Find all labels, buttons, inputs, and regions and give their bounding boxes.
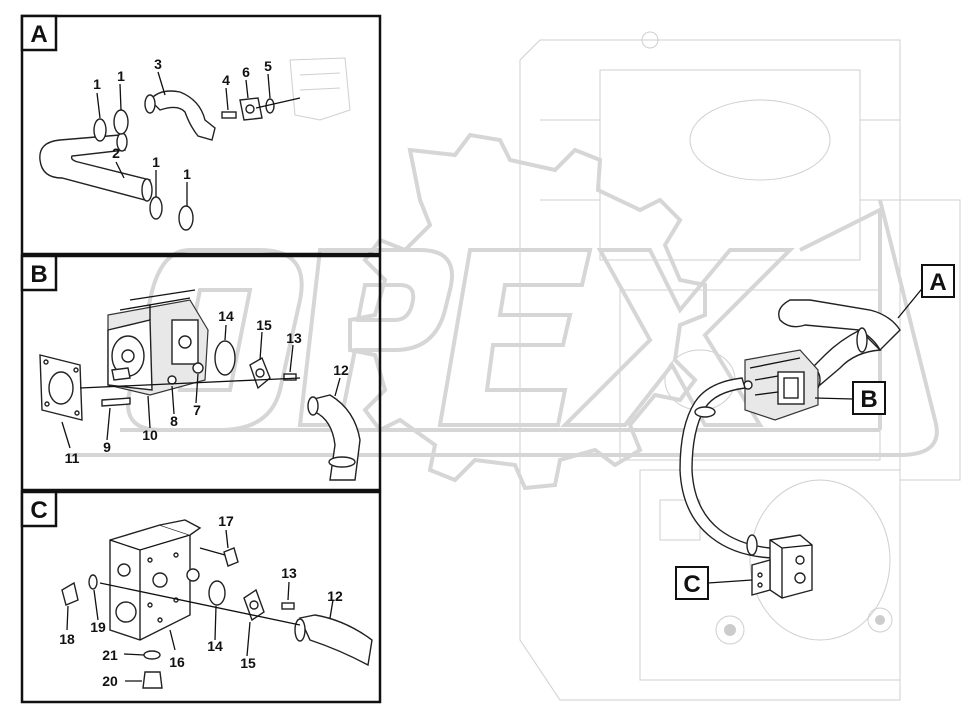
main-callout-a-label: A xyxy=(929,269,946,296)
panel-a-callout-7: 2 xyxy=(112,145,120,161)
panel-b-frame xyxy=(20,254,382,492)
panel-c-callout-1: 17 xyxy=(218,513,234,529)
background-machine-outline xyxy=(519,31,961,701)
panel-a-callout-9: 1 xyxy=(183,166,191,182)
main-callout-c-label: C xyxy=(683,571,700,598)
panel-a-frame xyxy=(20,14,382,256)
panel-c-callout-10: 20 xyxy=(102,673,118,689)
main-callout-b: B xyxy=(814,381,886,415)
panel-c-callout-9: 21 xyxy=(102,647,118,663)
panel-c-callout-5: 19 xyxy=(90,619,106,635)
panel-b-label: B xyxy=(30,261,47,288)
panel-c-callout-3: 12 xyxy=(327,588,343,604)
panel-b-callout-2: 15 xyxy=(256,317,272,333)
panel-c-callout-4: 18 xyxy=(59,631,75,647)
main-callout-c: C xyxy=(675,566,753,600)
panel-b-label-box: B xyxy=(20,254,58,292)
panel-b-callout-4: 12 xyxy=(333,362,349,378)
panel-c-label-box: C xyxy=(20,490,58,528)
panel-c-callout-2: 13 xyxy=(281,565,297,581)
panel-a-callout-5: 6 xyxy=(242,64,250,80)
panel-b-parts xyxy=(39,289,361,481)
panel-c-callout-8: 16 xyxy=(169,654,185,670)
panel-b-callout-7: 10 xyxy=(142,427,158,443)
panel-a-leaders xyxy=(96,71,271,206)
panel-c-callout-7: 15 xyxy=(240,655,256,671)
panel-a-parts xyxy=(39,57,351,231)
panel-b-callout-3: 13 xyxy=(286,330,302,346)
panel-a-label: A xyxy=(30,21,47,48)
main-callout-b-label: B xyxy=(860,386,877,413)
panel-c-frame xyxy=(20,490,382,704)
panel-a-callout-4: 4 xyxy=(222,72,230,88)
panel-b-leaders xyxy=(61,324,341,449)
main-callout-a: A xyxy=(897,264,955,319)
panel-c-leaders xyxy=(66,529,334,682)
panel-c-parts xyxy=(61,519,373,689)
panel-a-callout-6: 5 xyxy=(264,58,272,74)
panel-b-callout-5: 11 xyxy=(65,450,80,466)
panel-b-callout-1: 14 xyxy=(218,308,234,324)
opex-watermark xyxy=(70,132,939,491)
panel-a-callout-8: 1 xyxy=(152,154,160,170)
panel-a-callout-3: 3 xyxy=(154,56,162,72)
panel-a-callout-1: 1 xyxy=(93,76,101,92)
panel-c-label: C xyxy=(30,497,47,524)
panel-a-label-box: A xyxy=(20,14,58,52)
panel-a-callout-2: 1 xyxy=(117,68,125,84)
panel-b-callout-9: 7 xyxy=(193,402,201,418)
main-assembly xyxy=(679,299,901,599)
panel-b-callout-6: 9 xyxy=(103,439,111,455)
panel-b-callout-8: 8 xyxy=(170,413,178,429)
panel-c-callout-6: 14 xyxy=(207,638,223,654)
